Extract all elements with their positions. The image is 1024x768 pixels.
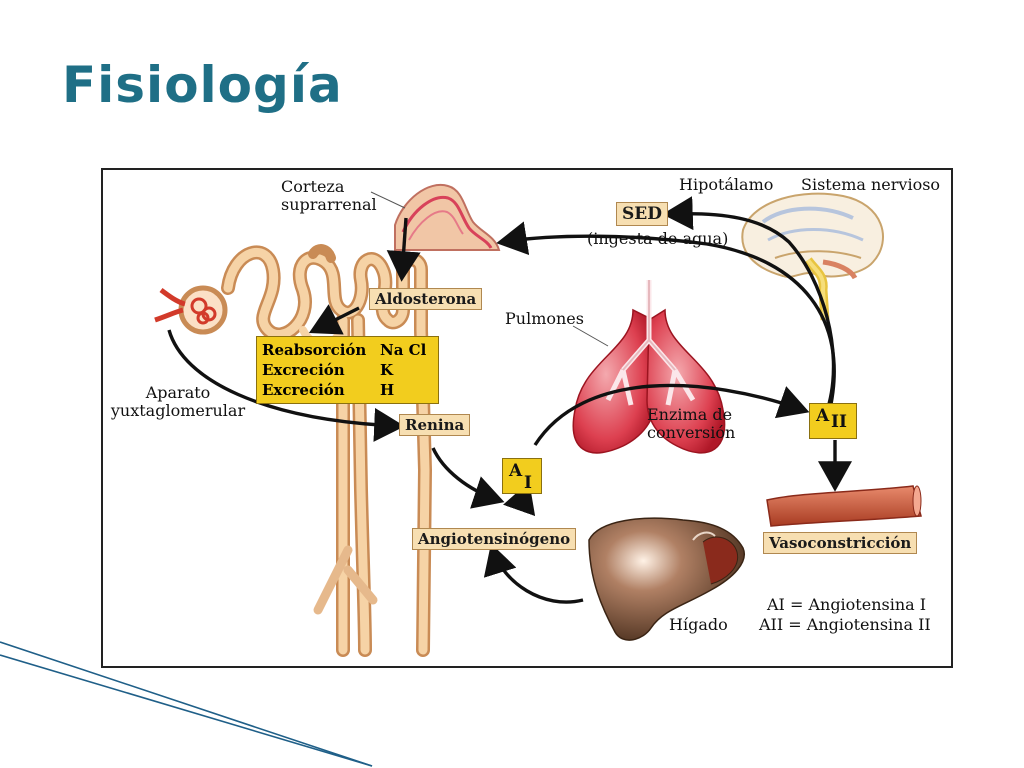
glomerulus-illustration xyxy=(154,285,228,335)
sed-box: SED xyxy=(616,202,668,226)
arrow-a2-to-sed xyxy=(662,196,836,405)
yellow-row-value: Na Cl xyxy=(380,341,427,359)
sistema-nervioso-label: Sistema nervioso xyxy=(801,175,941,194)
legend-aii: AII = Angiotensina II xyxy=(759,615,931,634)
pulmones-pointer-line xyxy=(572,325,609,347)
angiotensinogeno-box: Angiotensinógeno xyxy=(412,528,577,550)
brain-illustration xyxy=(741,192,884,321)
renina-box: Renina xyxy=(399,414,471,436)
pulmones-label: Pulmones xyxy=(505,309,584,328)
adrenal-cortex-illustration xyxy=(394,183,501,251)
angiotensin-ii-box: A II xyxy=(809,403,857,439)
angiotensin-i-sub: I xyxy=(524,473,532,493)
blood-vessel-illustration xyxy=(766,485,922,527)
enzima-conversion-label: Enzima de conversión xyxy=(647,405,736,442)
ingesta-agua-label: (ingesta de agua) xyxy=(587,229,729,248)
hipotalamo-label: Hipotálamo xyxy=(679,175,774,194)
yellow-row-label: Reabsorción xyxy=(262,341,367,359)
yellow-row: Reabsorción Na Cl xyxy=(262,340,433,360)
corteza-pointer-line xyxy=(370,191,406,209)
slide-title: Fisiología xyxy=(62,56,343,114)
arrow-renina-to-a1 xyxy=(431,447,505,509)
aldosterona-box: Aldosterona xyxy=(369,288,483,310)
arrow-aldosterona-to-reabsorption xyxy=(308,304,360,335)
aparato-yuxtaglomerular-label: Aparato yuxtaglomerular xyxy=(110,383,246,420)
arrow-a1-to-a2 xyxy=(533,383,810,446)
arrow-aparato-to-renina xyxy=(167,329,405,442)
reabsorcion-excrecion-box: Reabsorción Na Cl Excreción K Excreción … xyxy=(256,336,439,404)
diagram-frame: Corteza suprarrenal Hipotálamo Sistema n… xyxy=(101,168,953,668)
vasoconstriccion-box: Vasoconstricción xyxy=(763,532,918,554)
liver-illustration xyxy=(588,517,745,641)
yellow-row-label: Excreción xyxy=(262,381,345,399)
flow-arrows xyxy=(167,196,852,604)
yellow-row: Excreción K xyxy=(262,360,433,380)
yellow-row-value: K xyxy=(380,361,394,379)
angiotensin-i-letter: A xyxy=(509,461,523,481)
lungs-illustration xyxy=(572,280,726,454)
arrow-cortex-to-aldosterona xyxy=(386,217,421,282)
decorative-corner-lines xyxy=(0,641,373,767)
arrow-liver-to-angiotensinogeno xyxy=(483,543,584,604)
yellow-row-label: Excreción xyxy=(262,361,345,379)
legend-ai: AI = Angiotensina I xyxy=(767,595,927,614)
corteza-suprarrenal-label: Corteza suprarrenal xyxy=(281,177,377,214)
yellow-row: Excreción H xyxy=(262,380,433,400)
yellow-row-value: H xyxy=(380,381,395,399)
angiotensin-i-box: A I xyxy=(502,458,542,494)
higado-label: Hígado xyxy=(669,615,728,634)
angiotensin-ii-sub: II xyxy=(831,412,847,432)
angiotensin-ii-letter: A xyxy=(816,406,830,426)
